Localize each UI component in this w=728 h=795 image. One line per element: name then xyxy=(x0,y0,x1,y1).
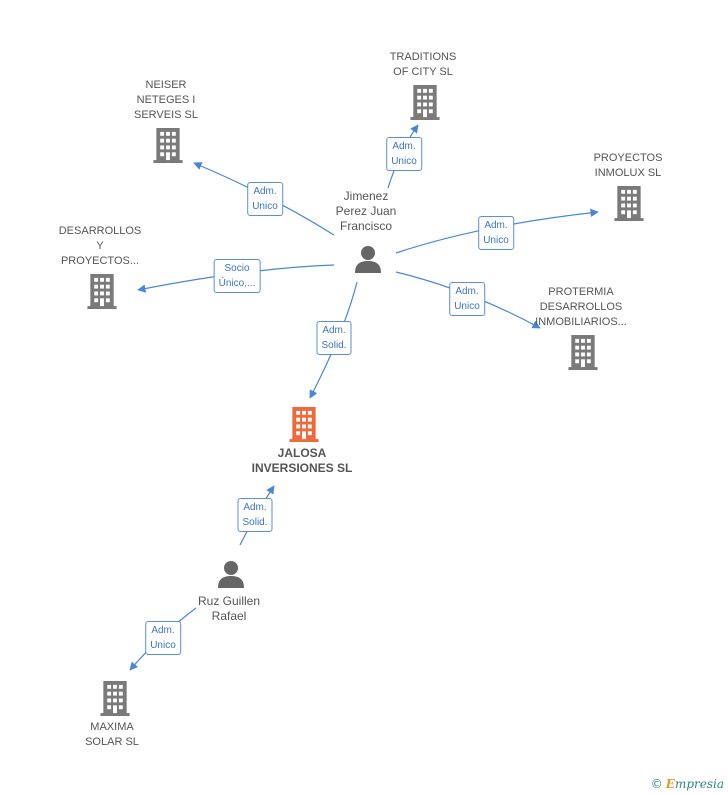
node-text: DESARROLLOS xyxy=(58,225,142,237)
building-icon-desarrollos[interactable] xyxy=(87,274,117,309)
node-text: Francisco xyxy=(339,219,393,233)
brand-watermark: ©Empresia xyxy=(651,777,724,791)
relation-label-neiser[interactable]: Adm. Unico xyxy=(247,182,283,216)
relation-text: Adm. xyxy=(253,186,277,197)
relation-text: Adm. xyxy=(484,220,508,231)
brand-name: mpresia xyxy=(674,777,724,791)
relation-label-desarrollos[interactable]: Socio Único,... xyxy=(213,259,261,293)
node-text: NEISER xyxy=(145,79,187,91)
node-label-proyectos-inmolux[interactable]: PROYECTOS INMOLUX SL xyxy=(594,151,663,181)
node-text: JALOSA xyxy=(277,446,327,460)
building-icon-neiser[interactable] xyxy=(153,128,183,163)
relation-label-traditions[interactable]: Adm. Unico xyxy=(386,137,422,171)
node-label-jimenez[interactable]: Jimenez Perez Juan Francisco xyxy=(336,189,397,234)
node-text: INVERSIONES SL xyxy=(251,461,353,475)
node-text: OF CITY SL xyxy=(393,66,453,78)
building-icon-inmolux[interactable] xyxy=(614,186,644,221)
node-label-traditions[interactable]: TRADITIONS OF CITY SL xyxy=(390,50,457,80)
relation-text: Adm. xyxy=(243,502,267,513)
node-text: Y xyxy=(96,240,104,252)
building-icon-traditions[interactable] xyxy=(410,85,440,120)
relation-label-maxima[interactable]: Adm. Unico xyxy=(145,621,181,655)
relation-text: Unico xyxy=(483,235,509,246)
relation-label-jalosa-ruz[interactable]: Adm. Solid. xyxy=(237,498,273,532)
node-text: PROTERMIA xyxy=(548,286,614,298)
relation-text: Solid. xyxy=(242,517,268,528)
building-icon-maxima[interactable] xyxy=(100,681,130,716)
node-text: Rafael xyxy=(211,609,247,623)
person-icon-ruz[interactable] xyxy=(218,561,244,588)
relation-text: Unico xyxy=(252,201,278,212)
node-label-ruz[interactable]: Ruz Guillen Rafael xyxy=(198,594,260,624)
node-text: SOLAR SL xyxy=(85,736,139,748)
person-icon-jimenez[interactable] xyxy=(355,246,381,273)
node-text: TRADITIONS xyxy=(389,51,457,63)
node-text: Jimenez xyxy=(343,189,389,203)
node-text: Perez Juan xyxy=(335,204,397,218)
node-text: INMOBILIARIOS... xyxy=(535,316,627,328)
relation-label-jalosa-jimenez[interactable]: Adm. Solid. xyxy=(316,321,352,355)
relation-label-inmolux[interactable]: Adm. Unico xyxy=(478,216,514,250)
relation-text: Unico xyxy=(150,640,176,651)
copyright-icon: © xyxy=(650,777,663,791)
node-label-maxima[interactable]: MAXIMA SOLAR SL xyxy=(85,720,139,750)
node-text: INMOLUX SL xyxy=(594,167,662,179)
node-label-protermia[interactable]: PROTERMIA DESARROLLOS INMOBILIARIOS... xyxy=(535,285,627,330)
relation-text: Adm. xyxy=(455,286,479,297)
node-label-desarrollos[interactable]: DESARROLLOS Y PROYECTOS... xyxy=(59,224,142,269)
node-text: NETEGES I xyxy=(136,94,196,106)
building-icon-protermia[interactable] xyxy=(568,335,598,370)
node-text: PROYECTOS xyxy=(593,152,663,164)
relation-text: Unico xyxy=(391,156,417,167)
building-icon-jalosa[interactable] xyxy=(289,407,319,442)
node-text: DESARROLLOS xyxy=(539,301,623,313)
relation-text: Adm. xyxy=(322,325,346,336)
node-text: MAXIMA xyxy=(90,721,134,733)
node-text: PROYECTOS... xyxy=(60,255,140,267)
node-label-jalosa[interactable]: JALOSA INVERSIONES SL xyxy=(252,446,353,476)
relation-text: Solid. xyxy=(321,340,347,351)
node-text: Ruz Guillen xyxy=(197,594,261,608)
relation-text: Socio xyxy=(224,263,250,274)
relation-label-protermia[interactable]: Adm. Unico xyxy=(449,282,485,316)
relation-text: Adm. xyxy=(151,625,175,636)
relation-text: Único,... xyxy=(218,278,256,289)
node-text: SERVEIS SL xyxy=(134,109,198,121)
relation-text: Unico xyxy=(454,301,480,312)
node-label-neiser[interactable]: NEISER NETEGES I SERVEIS SL xyxy=(134,78,198,123)
brand-initial: E xyxy=(665,777,675,791)
relation-text: Adm. xyxy=(392,141,416,152)
